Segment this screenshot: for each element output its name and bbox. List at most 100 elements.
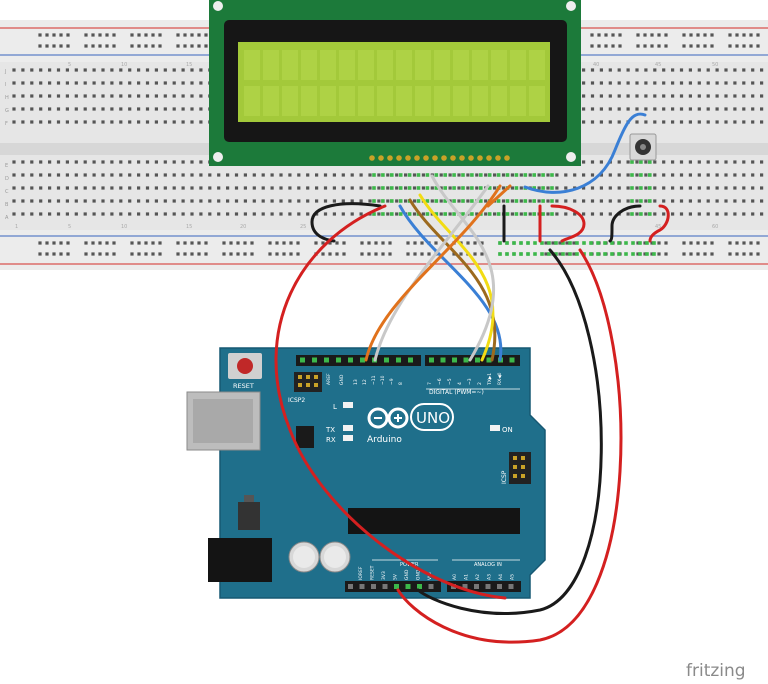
breadboard-hole [306,212,310,216]
column-number: 45 [655,224,661,230]
breadboard-hole [662,186,666,190]
breadboard-hole [154,81,158,85]
connected-rail-hole [512,241,516,245]
reset-button[interactable] [237,358,253,374]
rx-led-label: RX [326,436,336,444]
power-rail-hole [682,241,686,245]
power-header-pin [417,584,422,589]
connected-rail-hole [652,241,656,245]
power-rail-hole [682,33,686,37]
power-rail-hole [268,252,272,256]
breadboard-hole [332,173,336,177]
power-pin-label: 3V3 [381,571,387,580]
breadboard-hole [564,173,568,177]
connected-hole [479,199,483,203]
breadboard-hole [30,107,34,111]
breadboard-hole [48,81,52,85]
column-number: 60 [712,224,718,230]
breadboard-hole [546,173,550,177]
breadboard-hole [760,173,764,177]
breadboard-hole [234,212,239,216]
power-pin-label: GND [404,569,410,580]
rx-led [343,435,353,441]
breadboard-hole [12,212,16,216]
power-rail-hole [91,252,95,256]
connected-hole [452,199,456,203]
breadboard-hole [510,199,514,203]
analog-header-pin [462,584,468,589]
breadboard-hole [172,160,176,164]
power-rail-hole [473,241,477,245]
connected-hole [381,173,385,177]
power-rail-hole [643,241,647,245]
power-rail-hole [130,44,134,48]
breadboard-hole [39,120,43,124]
breadboard-hole [270,173,274,177]
connected-hole [443,212,447,216]
connected-rail-hole [519,252,523,256]
power-rail-hole [611,33,615,37]
connected-rail-hole [589,252,593,256]
breadboard-hole [662,212,666,216]
breadboard-hole [190,81,194,85]
breadboard-hole [199,199,203,203]
connected-hole [390,212,394,216]
breadboard-hole [724,120,728,124]
breadboard-hole [519,173,523,177]
power-rail-hole [611,44,615,48]
lcd-module [209,0,581,166]
breadboard-hole [617,160,621,164]
lcd-pin [378,155,384,161]
power-rail-hole [52,241,56,245]
breadboard-hole [626,68,630,72]
connected-hole [630,160,634,164]
connected-hole [372,173,376,177]
lcd-character-cell [358,50,374,80]
power-rail-hole [183,241,187,245]
breadboard-hole [110,186,114,190]
power-rail-hole [45,252,49,256]
power-header-pin [382,584,388,589]
breadboard-hole [404,186,408,190]
breadboard-hole [288,199,292,203]
power-rail-hole [650,252,654,256]
connected-rail-hole [505,252,509,256]
connected-hole [487,173,492,177]
power-rail-hole [544,241,548,245]
digital-label: DIGITAL (PWM=~) [429,389,484,396]
breadboard-hole [617,81,621,85]
power-rail-hole [91,44,95,48]
breadboard-hole [457,199,461,203]
digital-pin-label: ~9 [389,378,395,385]
row-letter: F [5,121,8,127]
breadboard-hole [181,212,185,216]
breadboard-hole [119,186,123,190]
breadboard-hole [635,107,639,111]
power-rail-hole [643,33,647,37]
breadboard-hole [599,107,603,111]
breadboard-hole [21,107,25,111]
power-rail-hole [204,241,208,245]
breadboard-hole [733,186,737,190]
power-rail-hole [137,241,141,245]
power-rail-hole [158,241,162,245]
connected-hole [398,199,403,203]
power-rail-hole [130,33,134,37]
breadboard-hole [742,107,746,111]
breadboard-hole [688,160,692,164]
breadboard-hole [706,173,710,177]
breadboard-hole [92,212,96,216]
breadboard-hole [733,120,737,124]
breadboard-hole [181,81,185,85]
breadboard-hole [323,186,328,190]
power-rail-hole [105,33,109,37]
power-rail-hole [388,252,392,256]
power-rail-hole [144,33,148,37]
power-rail-hole [229,241,233,245]
connected-hole [639,160,643,164]
breadboard-hole [21,199,25,203]
breadboard-hole [582,173,586,177]
breadboard-hole [297,212,301,216]
wire-blue-d2 [398,204,503,362]
power-rail-hole [282,241,286,245]
